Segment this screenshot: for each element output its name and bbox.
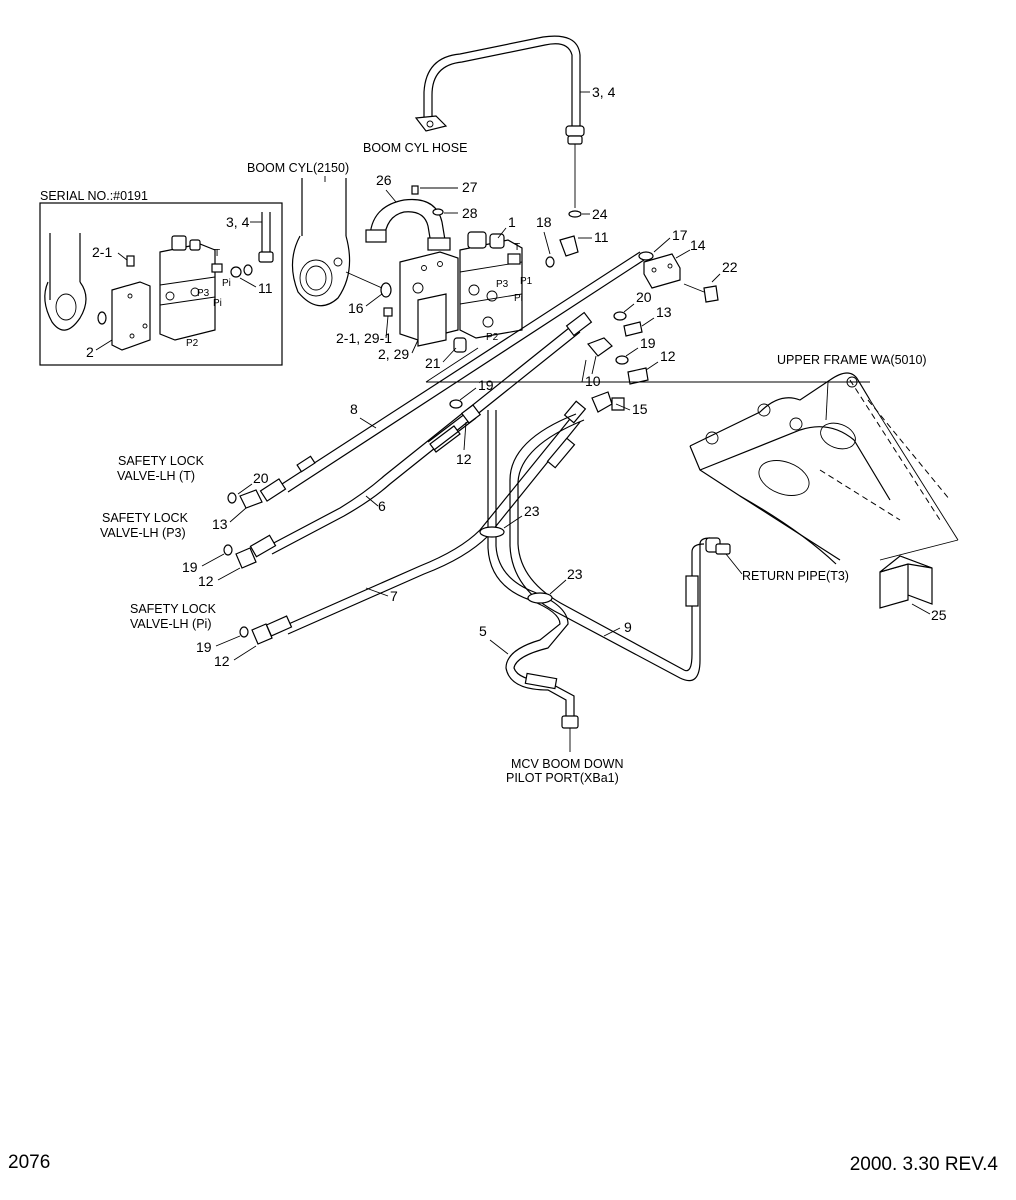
upper-frame [689,372,959,565]
label-return-pipe: RETURN PIPE(T3) [742,569,849,583]
pipe-9 [509,413,731,682]
callout-13b: 13 [212,516,228,532]
label-boom-cyl: BOOM CYL(2150) [247,161,349,175]
part-25-block [879,555,933,609]
callout-6: 6 [378,498,386,514]
callout-19b: 19 [478,377,494,393]
port-mark-pi2-inset: Pi [213,298,222,309]
callout-19d: 19 [196,639,212,655]
port-mark-t-inset: T [214,248,220,259]
hose-6 [249,311,593,558]
label-upper-frame: UPPER FRAME WA(5010) [777,353,927,367]
callout-10: 10 [585,373,601,389]
callout-15: 15 [632,401,648,417]
inset-callout-3-4: 3, 4 [226,214,250,230]
callout-5: 5 [479,623,487,639]
label-mcv-line2: PILOT PORT(XBa1) [506,771,619,785]
callout-7: 7 [390,588,398,604]
callout-12d: 12 [214,653,230,669]
callout-13a: 13 [656,304,672,320]
callout-2-29: 2, 29 [378,346,409,362]
boom-cyl-hose-pipe [414,35,585,218]
callout-2-1-29-1: 2-1, 29-1 [336,330,392,346]
label-safety-pi-1: SAFETY LOCK [130,602,217,616]
label-safety-p3-2: VALVE-LH (P3) [100,526,186,540]
port-mark-p2: P2 [486,332,499,343]
inset-callout-2-1: 2-1 [92,244,112,260]
callout-24: 24 [592,206,608,222]
inset-callout-11: 11 [258,280,273,296]
label-serial: SERIAL NO.:#0191 [40,189,148,203]
callout-1: 1 [508,214,516,230]
pipe-5 [487,410,579,752]
clamp-assembly [365,185,451,251]
inset-callout-2: 2 [86,344,94,360]
hose-8 [259,251,645,502]
callout-11: 11 [594,229,609,245]
callout-14: 14 [690,237,706,253]
callout-27: 27 [462,179,478,195]
callout-23a: 23 [524,503,540,519]
label-safety-t-2: VALVE-LH (T) [117,469,195,483]
right-fittings [586,251,719,413]
port-mark-pi: Pi [514,293,523,304]
port-mark-p1: P1 [520,276,533,287]
callout-18: 18 [536,214,552,230]
safety-fittings [223,489,273,645]
serial-inset-box [39,202,283,366]
port-mark-p2-inset: P2 [186,338,199,349]
page-number: 2076 [8,1152,51,1173]
page-date-revision: 2000. 3.30 REV.4 [849,1154,998,1175]
pipe-center [427,399,482,451]
callout-22: 22 [722,259,738,275]
label-safety-p3-1: SAFETY LOCK [102,511,189,525]
callout-19a: 19 [640,335,656,351]
callout-12a: 12 [660,348,676,364]
callout-26: 26 [376,172,392,188]
clamp-23 [479,526,553,604]
label-safety-pi-2: VALVE-LH (Pi) [130,617,212,631]
label-boom-cyl-hose: BOOM CYL HOSE [363,141,467,155]
callout-17: 17 [672,227,688,243]
port-mark-p3-inset: P3 [197,288,210,299]
label-safety-t-1: SAFETY LOCK [118,454,205,468]
callout-28: 28 [462,205,478,221]
label-mcv-line1: MCV BOOM DOWN [511,757,624,771]
callout-8: 8 [350,401,358,417]
callout-12b: 12 [456,451,472,467]
callout-9: 9 [624,619,632,635]
port-mark-t: T [514,242,520,253]
callout-20a: 20 [636,289,652,305]
port-mark-p3: P3 [496,279,509,290]
boom-cylinder [291,178,351,307]
callout-23b: 23 [567,566,583,582]
main-valve-block [380,231,579,353]
callout-19c: 19 [182,559,198,575]
port-mark-pi-inset: Pi [222,278,231,289]
callout-20b: 20 [253,470,269,486]
callout-21: 21 [425,355,441,371]
callout-16: 16 [348,300,364,316]
callout-25: 25 [931,607,947,623]
callout-3-4-top: 3, 4 [592,84,616,100]
callout-12c: 12 [198,573,214,589]
